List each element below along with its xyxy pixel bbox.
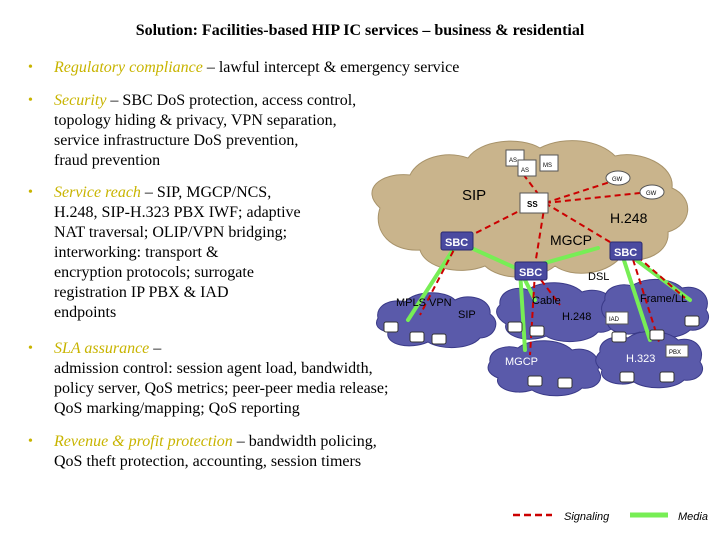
bullet-line: – bbox=[149, 340, 162, 357]
sip-left-label: SIP bbox=[458, 309, 476, 321]
mpls-vpn-label: MPLS VPN bbox=[396, 297, 452, 309]
ms-label: MS bbox=[543, 163, 552, 169]
bullet-line: – bandwidth policing, bbox=[232, 433, 377, 450]
bullet-dot-icon: • bbox=[28, 93, 33, 108]
legend-signaling-label: Signaling bbox=[564, 511, 610, 523]
softswitch: SS bbox=[519, 192, 549, 214]
access-cloud-left bbox=[375, 292, 497, 348]
server-ms: MS bbox=[539, 154, 559, 172]
bullet-dot-icon: • bbox=[28, 60, 33, 75]
bullet-line: QoS theft protection, accounting, sessio… bbox=[54, 453, 362, 470]
bullet-line: service infrastructure DoS prevention, bbox=[54, 132, 299, 149]
bullet-head: Regulatory compliance bbox=[54, 59, 203, 76]
phone-icon bbox=[529, 325, 545, 337]
phone-icon bbox=[659, 371, 675, 383]
sbc-left-label: SBC bbox=[445, 237, 468, 249]
bullet-line: encryption protocols; surrogate bbox=[54, 264, 254, 281]
access-cloud-cable bbox=[496, 282, 619, 342]
sbc-right-label: SBC bbox=[614, 247, 637, 259]
media-path bbox=[618, 246, 652, 342]
server-as2: AS bbox=[517, 159, 537, 177]
signaling-path bbox=[534, 271, 561, 306]
bullet-head: Security bbox=[54, 92, 107, 109]
bullet-line: fraud prevention bbox=[54, 152, 161, 169]
phone-icon bbox=[619, 371, 635, 383]
bullet-line: interworking: transport & bbox=[54, 244, 219, 261]
pbx-device: PBX bbox=[665, 344, 689, 358]
h323-label: H.323 bbox=[626, 353, 655, 365]
sbc-left: SBC bbox=[440, 231, 474, 251]
as1-label: AS bbox=[509, 158, 517, 164]
h248-mid-label: H.248 bbox=[562, 311, 591, 323]
mgcp-top-label: MGCP bbox=[550, 232, 592, 248]
legend: Signaling Media bbox=[513, 511, 708, 523]
bullet-dot-icon: • bbox=[28, 434, 33, 449]
iad-device: IAD bbox=[605, 311, 629, 325]
bullet-line: admission control: session agent load, b… bbox=[54, 360, 373, 377]
slide-title: Solution: Facilities-based HIP IC servic… bbox=[135, 22, 585, 39]
phone-icon bbox=[649, 329, 665, 341]
bullet-line: registration IP PBX & IAD bbox=[54, 284, 229, 301]
bullet-line: topology hiding & privacy, VPN separatio… bbox=[54, 112, 337, 129]
phone-icon bbox=[611, 331, 627, 343]
signaling-path bbox=[544, 181, 611, 204]
bullet-line: – lawful intercept & emergency service bbox=[202, 59, 460, 76]
signaling-path bbox=[629, 249, 661, 346]
signaling-path bbox=[419, 241, 459, 316]
bullet-head: Service reach bbox=[54, 184, 141, 201]
gw1-label: GW bbox=[612, 177, 623, 183]
phone-icon bbox=[557, 377, 573, 389]
signaling-path bbox=[544, 192, 641, 204]
media-path bbox=[406, 240, 460, 322]
phone-icon bbox=[684, 315, 700, 327]
iad-label: IAD bbox=[609, 317, 620, 323]
bullet-head: Revenue & profit protection bbox=[54, 433, 233, 450]
access-cloud-mgcp bbox=[487, 340, 602, 397]
phone-icon bbox=[507, 321, 523, 333]
legend-media-label: Media bbox=[678, 511, 708, 523]
sbc-center-label: SBC bbox=[519, 267, 542, 279]
bullet-dot-icon: • bbox=[28, 341, 33, 356]
bullet-line: – SBC DoS protection, access control, bbox=[106, 92, 357, 109]
pbx-label: PBX bbox=[669, 350, 681, 356]
signaling-path bbox=[544, 202, 621, 249]
phone-icon bbox=[431, 333, 447, 345]
phone-icon bbox=[383, 321, 399, 333]
frame-ll-label: Frame/LL bbox=[640, 293, 687, 305]
h248-top-label: H.248 bbox=[610, 210, 648, 226]
gateway-2: GW bbox=[639, 184, 665, 200]
sbc-right: SBC bbox=[609, 241, 643, 261]
bullet-line: H.248, SIP-H.323 PBX IWF; adaptive bbox=[54, 204, 301, 221]
sbc-center: SBC bbox=[514, 261, 548, 281]
bullet-line: endpoints bbox=[54, 304, 117, 321]
sip-top-label: SIP bbox=[462, 187, 486, 204]
phone-icon bbox=[527, 375, 543, 387]
media-path bbox=[518, 268, 527, 352]
bullet-line: – SIP, MGCP/NCS, bbox=[140, 184, 272, 201]
mgcp-bottom-label: MGCP bbox=[505, 356, 538, 368]
bullet-line: NAT traversal; OLIP/VPN bridging; bbox=[54, 224, 288, 241]
signaling-path bbox=[529, 271, 536, 356]
gateway-1: GW bbox=[605, 170, 631, 186]
ss-label: SS bbox=[527, 200, 538, 209]
bullet-head: SLA assurance bbox=[54, 340, 150, 357]
dsl-label: DSL bbox=[588, 271, 609, 283]
phone-icon bbox=[409, 331, 425, 343]
as2-label: AS bbox=[521, 168, 529, 174]
gw2-label: GW bbox=[646, 191, 657, 197]
bullet-dot-icon: • bbox=[28, 185, 33, 200]
cable-label: Cable bbox=[532, 295, 561, 307]
bullet-line: policy server, QoS metrics; peer-peer me… bbox=[54, 380, 389, 397]
bullet-line: QoS marking/mapping; QoS reporting bbox=[54, 400, 300, 417]
